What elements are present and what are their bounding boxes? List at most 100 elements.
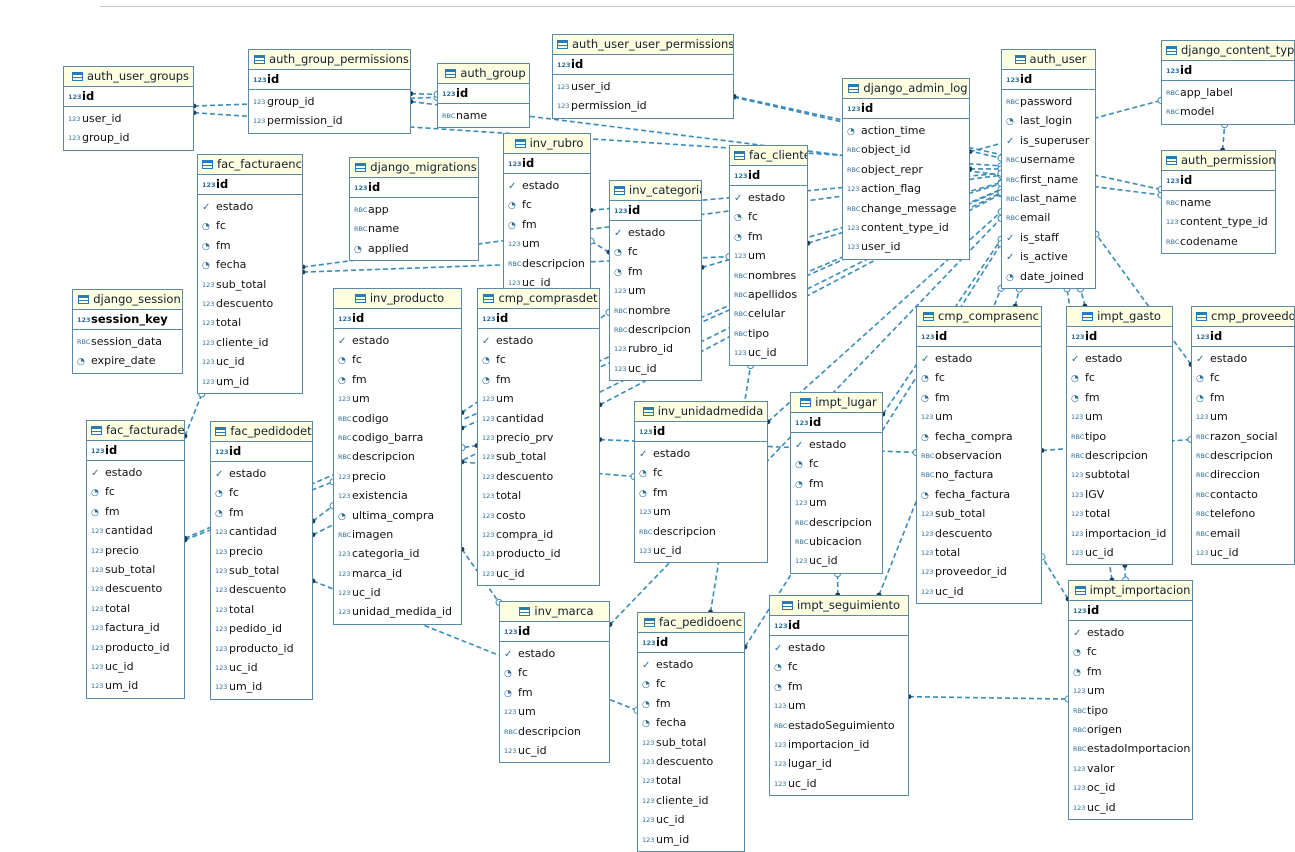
numeric-type-icon: 123 xyxy=(847,238,861,257)
column-row: RBCestadoSeguimiento xyxy=(770,716,908,735)
column-name: estado xyxy=(496,334,533,347)
column-row: RBCestadoImportacion xyxy=(1069,739,1192,758)
column-name: marca_id xyxy=(352,567,402,580)
table-header: impt_lugar xyxy=(791,393,882,413)
column-name: cantidad xyxy=(229,525,277,538)
column-name: app_label xyxy=(1180,86,1233,99)
key-icon: 123 xyxy=(508,155,522,174)
key-icon: 123 xyxy=(734,167,748,186)
column-row: ◔fc xyxy=(504,195,590,214)
text-type-icon: RBC xyxy=(1006,209,1020,228)
table-header: fac_pedidoenc xyxy=(638,613,744,633)
text-type-icon: RBC xyxy=(1006,151,1020,170)
primary-key: 123id xyxy=(504,154,590,174)
boolean-type-icon: ✓ xyxy=(1006,229,1020,248)
primary-key: 123id xyxy=(843,99,969,119)
table-name: auth_user_user_permissions xyxy=(572,37,734,51)
table-header: auth_user xyxy=(1002,50,1095,70)
column-row: ◔fm xyxy=(730,227,807,246)
column-row: ✓estado xyxy=(198,197,302,216)
key-icon: 123 xyxy=(354,179,368,198)
numeric-type-icon: 123 xyxy=(614,282,628,301)
column-name: compra_id xyxy=(496,528,553,541)
column-name: is_active xyxy=(1020,250,1068,263)
table-icon xyxy=(1075,586,1086,595)
text-type-icon: RBC xyxy=(1196,447,1210,466)
column-row: ✓estado xyxy=(504,176,590,195)
column-row: ◔fc xyxy=(610,242,701,261)
numeric-type-icon: 123 xyxy=(639,503,653,522)
primary-key: 123id xyxy=(610,201,701,221)
column-name: total xyxy=(216,316,241,329)
pk-name: id xyxy=(653,424,665,438)
boolean-type-icon: ✓ xyxy=(508,177,522,196)
numeric-type-icon: 123 xyxy=(91,561,105,580)
numeric-type-icon: 123 xyxy=(921,505,935,524)
column-row: ✓is_active xyxy=(1002,247,1095,266)
column-name: total xyxy=(656,774,681,787)
column-name: estado xyxy=(522,179,559,192)
primary-key: 123id xyxy=(249,70,410,90)
table-icon xyxy=(78,295,89,304)
primary-key: 123id xyxy=(635,422,767,442)
column-row: ◔fm xyxy=(610,262,701,281)
column-row: ◔fc xyxy=(1069,642,1192,661)
column-name: IGV xyxy=(1085,488,1104,501)
pk-name: id xyxy=(352,311,364,325)
column-row: ◔fecha_compra xyxy=(917,427,1041,446)
table-header: inv_unidadmedida xyxy=(635,402,767,422)
column-name: email xyxy=(1210,527,1240,540)
column-name: sub_total xyxy=(229,564,279,577)
boolean-type-icon: ✓ xyxy=(734,189,748,208)
numeric-type-icon: 123 xyxy=(91,522,105,541)
column-name: total xyxy=(229,603,254,616)
table-icon xyxy=(1166,156,1177,165)
table-icon xyxy=(1166,46,1177,55)
table-header: impt_seguimiento xyxy=(770,596,908,616)
column-name: sub_total xyxy=(216,278,266,291)
column-name: fc xyxy=(653,466,663,479)
column-row: ✓estado xyxy=(635,444,767,463)
numeric-type-icon: 123 xyxy=(215,678,229,697)
numeric-type-icon: 123 xyxy=(1073,760,1087,779)
text-type-icon: RBC xyxy=(1166,103,1180,122)
table-name: cmp_comprasdet xyxy=(498,291,597,305)
column-row: ◔fc xyxy=(1067,368,1172,387)
